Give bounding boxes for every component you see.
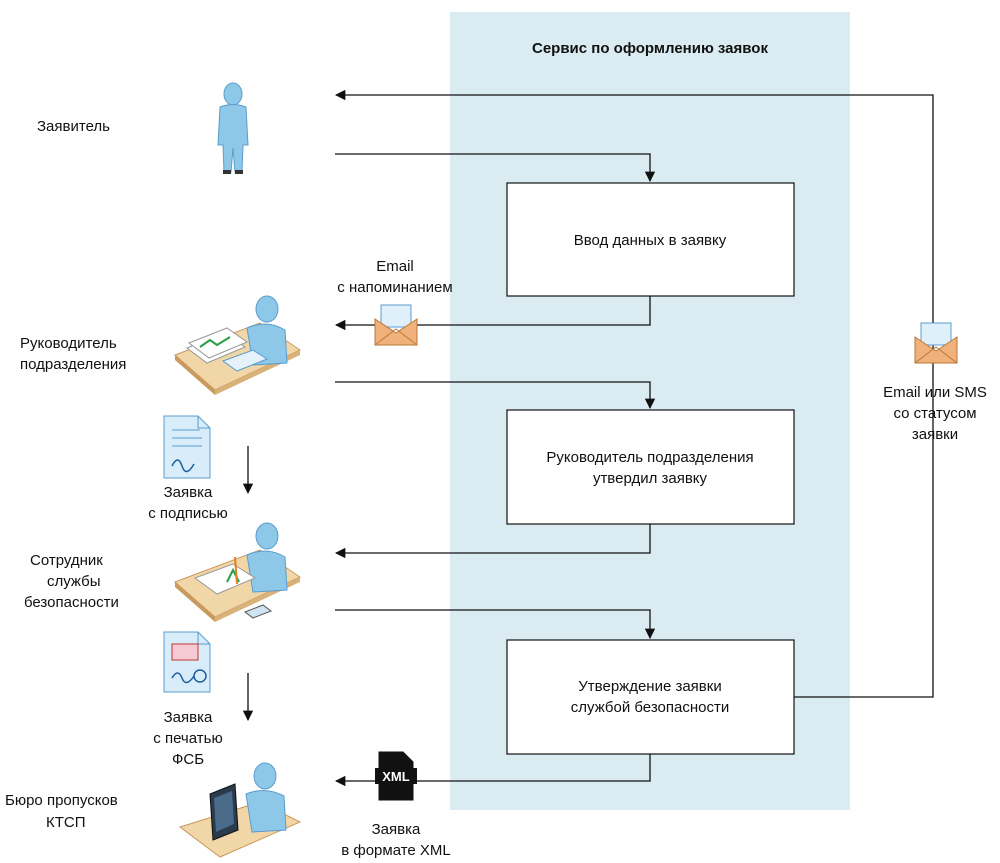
actor-pass-office-label-1: Бюро пропусков	[5, 792, 118, 809]
actor-security-label-1: Сотрудник	[30, 552, 103, 569]
flow-approved-to-security	[334, 524, 651, 559]
actor-applicant-label: Заявитель	[37, 118, 110, 135]
actor-security-label-3: безопасности	[24, 594, 119, 611]
process-box-input-label: Ввод данных в заявку	[574, 232, 727, 249]
desk-worker-calculator-icon	[174, 522, 302, 622]
xml-request-label-2: в формате XML	[341, 842, 451, 859]
actor-manager-label-1: Руководитель	[20, 335, 117, 352]
computer-worker-icon	[178, 762, 302, 858]
status-label-3: заявки	[912, 426, 958, 443]
flow-manager-to-approved	[335, 381, 656, 410]
reminder-label-2: с напоминанием	[337, 279, 452, 296]
flow-security-to-approval	[335, 609, 656, 640]
service-title: Сервис по оформлению заявок	[532, 40, 768, 57]
person-icon	[217, 82, 249, 174]
xml-request-label-1: Заявка	[372, 821, 421, 838]
signed-request-label-2: с подписью	[148, 505, 228, 522]
flow-applicant-to-input	[335, 153, 656, 183]
process-box-security-approval: Утверждение заявки службой безопасности	[506, 639, 795, 755]
xml-badge-label: XML	[382, 769, 410, 784]
document-icon	[163, 415, 211, 479]
stamped-request-label-1: Заявка	[164, 709, 213, 726]
status-label-1: Email или SMS	[883, 384, 987, 401]
process-box-security-line1: Утверждение заявки	[578, 678, 721, 695]
actor-pass-office-label-2: КТСП	[46, 814, 86, 831]
document-icon	[163, 631, 211, 693]
desk-worker-documents-icon	[174, 295, 302, 395]
process-box-security-line2: службой безопасности	[571, 699, 729, 716]
flow-approval-xml-to-pass-office	[334, 754, 651, 787]
flow-status-to-applicant	[334, 89, 934, 698]
signed-request-label-1: Заявка	[164, 484, 213, 501]
actor-manager-label-2: подразделения	[20, 356, 126, 373]
stamped-request-label-3: ФСБ	[172, 751, 204, 768]
reminder-label-1: Email	[376, 258, 414, 275]
envelope-icon	[914, 322, 958, 364]
process-box-approved-line2: утвердил заявку	[593, 470, 708, 487]
process-box-approved: Руководитель подразделения утвердил заяв…	[506, 409, 795, 525]
process-box-approved-line1: Руководитель подразделения	[546, 449, 753, 466]
xml-file-icon: XML	[375, 751, 417, 801]
envelope-icon	[374, 304, 418, 346]
flow-input-reminder-to-manager	[334, 296, 651, 331]
process-box-input: Ввод данных в заявку	[506, 182, 795, 297]
status-label-2: со статусом	[893, 405, 976, 422]
actor-security-label-2: службы	[47, 573, 101, 590]
stamped-request-label-2: с печатью	[153, 730, 222, 747]
